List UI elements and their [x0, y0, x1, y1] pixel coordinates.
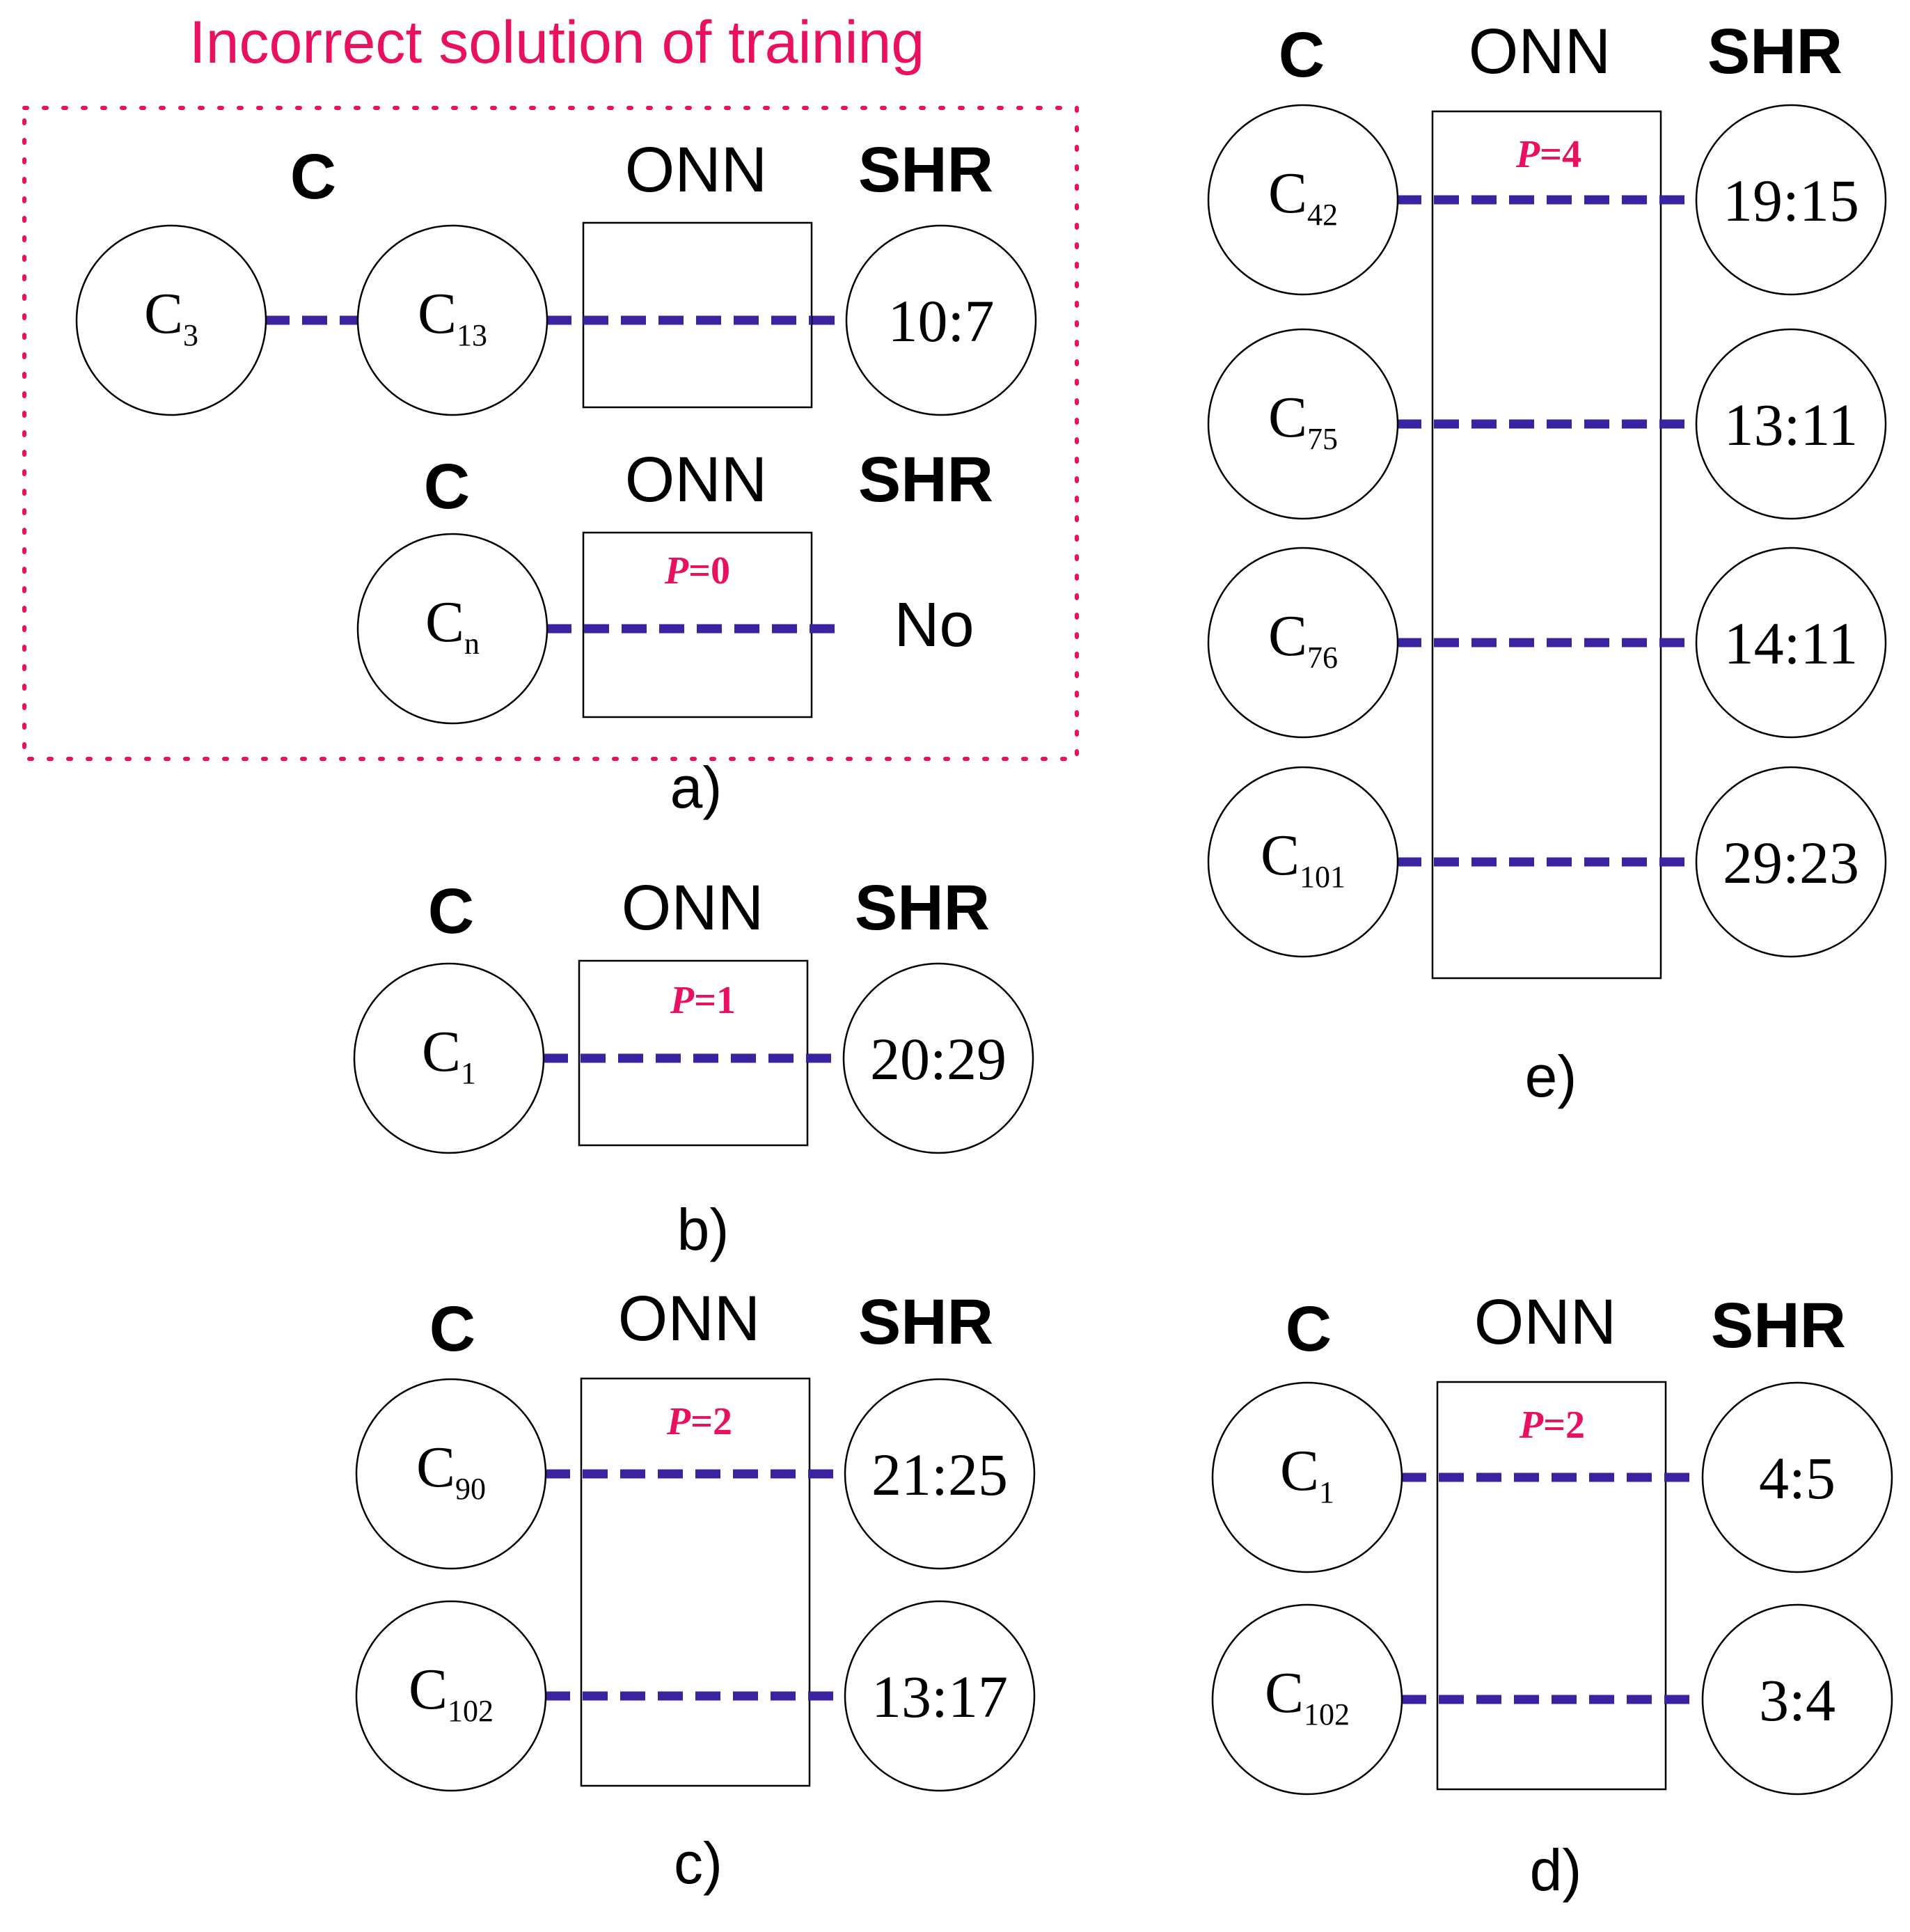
svg-text:21:25: 21:25: [871, 1441, 1008, 1508]
svg-text:29:23: 29:23: [1723, 829, 1859, 896]
panel-c-onn-box: [580, 1377, 811, 1787]
svg-text:10:7: 10:7: [888, 288, 995, 354]
incorrect-solution-title: Incorrect solution of training: [189, 9, 924, 76]
panel-d-p-label: P=2: [1519, 1404, 1585, 1447]
panel-a-caption: a): [670, 755, 723, 820]
panel-c: C ONN SHR P=2 C90 21:25 C102 13:17: [355, 1283, 1036, 1896]
panel-c-node-c102: C102: [355, 1600, 547, 1792]
panel-a-node-c3: C3: [75, 224, 267, 416]
panel-a-node-c13: C13: [356, 224, 548, 416]
panel-e-node-shr3: 14:11: [1695, 547, 1887, 739]
panel-a-header-c2: C: [424, 451, 470, 522]
svg-text:C42: C42: [1268, 161, 1338, 232]
panel-e-caption: e): [1525, 1044, 1577, 1109]
panel-a-header-onn1: ONN: [625, 134, 767, 205]
panel-b: C ONN SHR P=1 C1 20:29 b): [353, 872, 1034, 1262]
panel-e-header-c: C: [1279, 19, 1325, 91]
panel-a-shr-no: No: [894, 590, 974, 660]
panel-b-p-label: P=1: [670, 979, 736, 1022]
panel-e-header-shr: SHR: [1707, 16, 1842, 87]
svg-text:C76: C76: [1268, 604, 1338, 675]
panel-b-caption: b): [677, 1197, 729, 1262]
svg-text:13:17: 13:17: [871, 1663, 1008, 1730]
svg-text:Cn: Cn: [425, 590, 480, 661]
panel-d-node-c102: C102: [1211, 1603, 1403, 1796]
panel-c-node-shr2: 13:17: [844, 1600, 1036, 1792]
panel-b-header-shr: SHR: [855, 872, 990, 943]
panel-b-node-c1: C1: [353, 962, 545, 1154]
svg-text:19:15: 19:15: [1723, 167, 1859, 234]
panel-e-p-label: P=4: [1515, 133, 1581, 176]
svg-text:C1: C1: [422, 1019, 476, 1090]
panel-e: C ONN SHR P=4 C42 19:15 C75 13:11: [1207, 16, 1887, 1109]
panel-a-header-c1: C: [290, 141, 336, 212]
svg-text:14:11: 14:11: [1724, 610, 1858, 677]
panel-c-header-shr: SHR: [858, 1287, 993, 1358]
panel-e-node-shr1: 19:15: [1695, 104, 1887, 296]
panel-a: Incorrect solution of training C ONN SHR…: [22, 9, 1079, 820]
panel-e-header-onn: ONN: [1469, 16, 1611, 87]
panel-e-node-c76: C76: [1207, 547, 1399, 739]
panel-a-onn-box1: [582, 221, 813, 409]
panel-b-header-onn: ONN: [622, 872, 764, 943]
panel-a-header-shr1: SHR: [858, 134, 993, 205]
panel-a-header-shr2: SHR: [858, 444, 993, 515]
svg-text:C90: C90: [416, 1435, 486, 1506]
panel-d: C ONN SHR P=2 C1 4:5 C102 3:4: [1211, 1287, 1893, 1903]
svg-text:C101: C101: [1261, 823, 1345, 894]
panel-d-header-c: C: [1286, 1294, 1332, 1365]
panel-d-node-c1: C1: [1211, 1381, 1403, 1573]
panel-a-node-shr1: 10:7: [845, 224, 1037, 416]
svg-text:C102: C102: [409, 1657, 494, 1728]
panel-b-node-shr: 20:29: [842, 962, 1034, 1154]
svg-text:20:29: 20:29: [870, 1026, 1007, 1092]
panel-d-node-shr2: 3:4: [1701, 1603, 1893, 1796]
panel-c-node-c90: C90: [355, 1378, 547, 1570]
panel-c-header-c: C: [429, 1294, 475, 1365]
panel-e-node-shr2: 13:11: [1695, 328, 1887, 520]
svg-text:C3: C3: [144, 281, 198, 352]
panel-e-onn-box: [1431, 110, 1662, 980]
panel-d-header-shr: SHR: [1711, 1290, 1846, 1361]
panel-a-node-cn: Cn: [356, 533, 548, 725]
panel-e-node-shr4: 29:23: [1695, 766, 1887, 958]
panel-d-header-onn: ONN: [1474, 1287, 1616, 1358]
panel-b-header-c: C: [428, 876, 474, 947]
svg-text:C75: C75: [1268, 385, 1338, 456]
panel-e-node-c75: C75: [1207, 328, 1399, 520]
panel-e-node-c42: C42: [1207, 104, 1399, 296]
panel-a-p-label: P=0: [664, 549, 730, 592]
panel-d-onn-box: [1436, 1381, 1667, 1791]
panel-b-onn-box: [578, 959, 809, 1147]
panel-c-caption: c): [674, 1830, 723, 1896]
svg-text:C13: C13: [418, 281, 487, 352]
panel-c-p-label: P=2: [666, 1400, 732, 1443]
svg-text:C102: C102: [1265, 1660, 1350, 1731]
svg-text:C1: C1: [1280, 1438, 1334, 1509]
svg-text:13:11: 13:11: [1724, 391, 1858, 458]
svg-text:3:4: 3:4: [1759, 1667, 1836, 1734]
incorrect-solution-frame: [22, 106, 1079, 761]
panel-c-header-onn: ONN: [618, 1283, 760, 1354]
panel-e-node-c101: C101: [1207, 766, 1399, 958]
panel-d-caption: d): [1530, 1837, 1582, 1903]
svg-text:4:5: 4:5: [1759, 1445, 1836, 1511]
panel-d-node-shr1: 4:5: [1701, 1381, 1893, 1573]
panel-a-header-onn2: ONN: [625, 444, 767, 515]
panel-c-node-shr1: 21:25: [844, 1378, 1036, 1570]
